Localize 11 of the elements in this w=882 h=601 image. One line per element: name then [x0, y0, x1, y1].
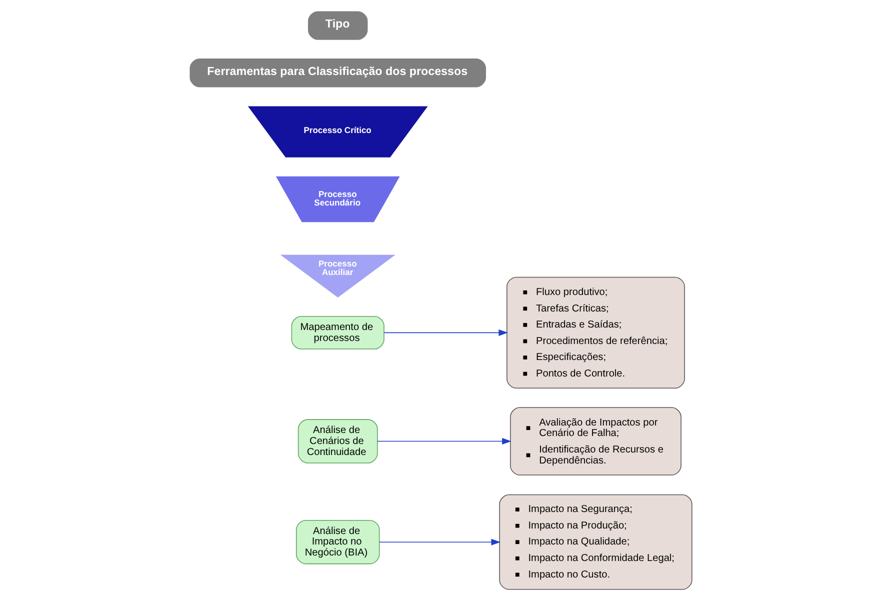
- arrow: [377, 438, 512, 445]
- node-box: Mapeamento de processos: [291, 316, 384, 350]
- node-box: Análise de Impacto no Negócio (BIA): [296, 520, 380, 564]
- node-box: Tipo: [308, 11, 368, 40]
- arrow: [379, 538, 501, 546]
- node-box: Impacto na Segurança; Impacto na Produção; Impacto na Qualidade; Impacto na Conformidade Legal; Impacto no Custo.: [499, 494, 692, 590]
- node-box: Análise de Cenários de Continuidade: [298, 419, 378, 464]
- node-box: Ferramentas para Classificação dos processos: [190, 58, 486, 88]
- arrow: [384, 329, 508, 336]
- node-box: Avaliação de Impactos por Cenário de Falha; Identificação de Recursos e Dependências.: [510, 407, 682, 476]
- node-box: Fluxo produtivo; Tarefas Críticas; Entradas e Saídas; Procedimentos de referência; Especificações; Pontos de Controle.: [506, 276, 685, 389]
